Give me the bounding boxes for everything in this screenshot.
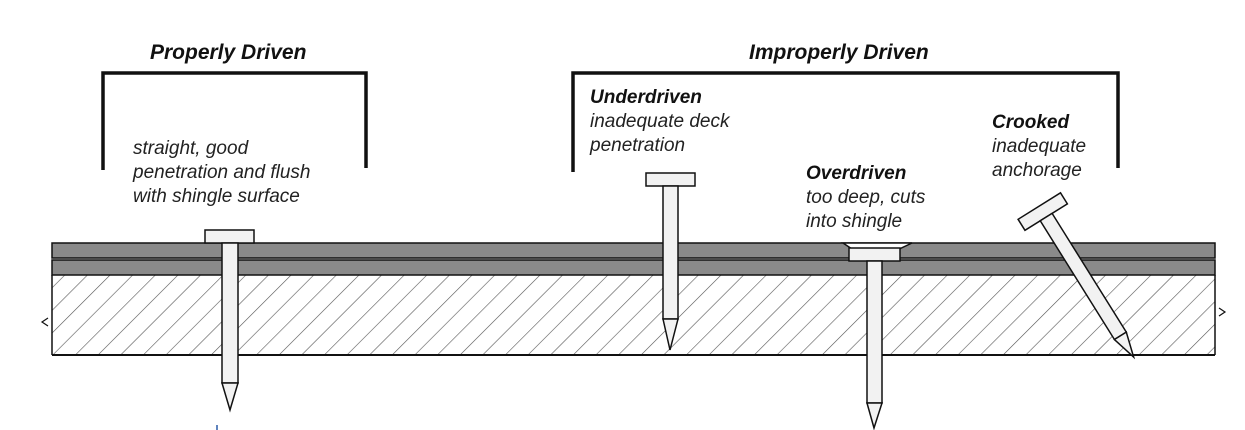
overdriven-label: Overdriven too deep, cuts into shingle <box>806 162 925 234</box>
improperly-driven-heading: Improperly Driven <box>749 41 929 64</box>
shingle-layers <box>51 242 1216 276</box>
underdriven-line-2: penetration <box>590 135 686 156</box>
proper-description: straight, good penetration and flush wit… <box>133 137 310 209</box>
proper-line-2: penetration and flush <box>133 162 311 183</box>
underdriven-nail <box>645 172 696 351</box>
overdriven-title: Overdriven <box>806 163 907 184</box>
crooked-line-2: anchorage <box>992 160 1082 181</box>
proper-line-3: with shingle surface <box>133 186 300 207</box>
crooked-label: Crooked inadequate anchorage <box>992 111 1086 183</box>
improperly-driven-bracket <box>571 71 1120 172</box>
crooked-line-1: inadequate <box>992 136 1087 157</box>
underdriven-label: Underdriven inadequate deck penetration <box>590 86 729 158</box>
overdriven-nail <box>848 247 901 430</box>
properly-driven-bracket <box>101 71 368 170</box>
proper-line-1: straight, good <box>133 138 249 159</box>
underdriven-line-1: inadequate deck <box>590 111 730 132</box>
roof-deck <box>40 275 1227 356</box>
properly-driven-heading: Properly Driven <box>150 41 307 64</box>
crooked-title: Crooked <box>992 112 1070 133</box>
overdriven-line-2: into shingle <box>806 211 903 232</box>
crooked-nail <box>1017 191 1136 360</box>
overdriven-line-1: too deep, cuts <box>806 187 926 208</box>
underdriven-title: Underdriven <box>590 87 702 108</box>
proper-nail <box>204 229 255 430</box>
